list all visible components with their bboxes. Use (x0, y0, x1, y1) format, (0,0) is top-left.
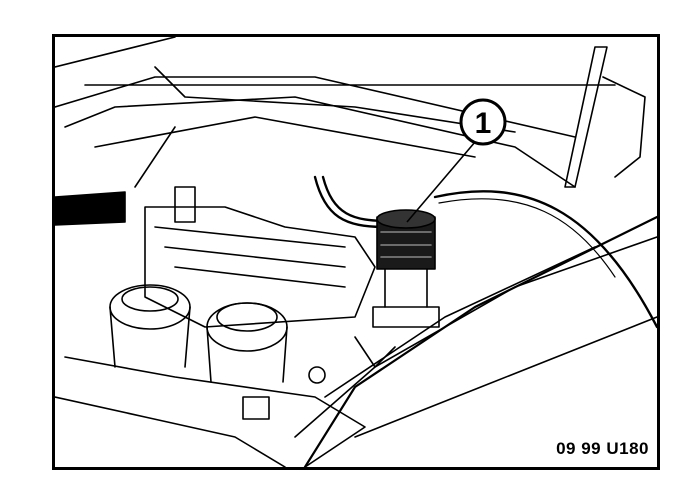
callout-number-1: 1 (475, 107, 492, 140)
diagnostic-adapter (372, 209, 440, 328)
hood-outline (55, 37, 616, 138)
engine-bay-illustration: 1 (55, 37, 657, 467)
illustration-frame: 1 09 99 U180 (52, 34, 660, 470)
reservoir-cap-left (109, 284, 191, 330)
hood-strut (564, 46, 608, 188)
figure-code: 09 99 U180 (556, 439, 649, 458)
engine-cover (144, 206, 376, 328)
hood-inner-panel (64, 96, 576, 188)
test-cable (433, 190, 657, 329)
reservoir-cap-right (206, 302, 288, 352)
callout-1: 1 (406, 98, 507, 223)
fender-panel (303, 215, 657, 467)
hose (313, 175, 387, 229)
shadow-wedge (55, 191, 126, 226)
